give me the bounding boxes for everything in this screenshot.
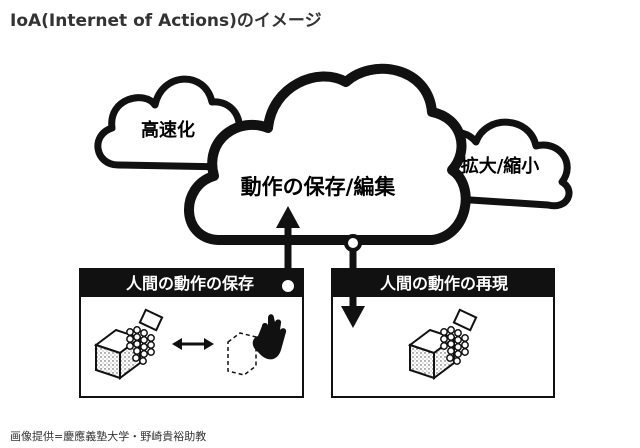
dashed-cube-icon [227, 332, 257, 376]
box-replay: 人間の動作の再現 [331, 268, 555, 398]
cloud-main-label: 動作の保存/編集 [241, 175, 397, 199]
double-arrow-icon [172, 338, 214, 350]
image-credit: 画像提供=慶應義塾大学・野崎貴裕助教 [10, 430, 207, 443]
cloud-scale-label: 拡大/縮小 [461, 155, 540, 177]
diagram-title: IoA(Internet of Actions)のイメージ [10, 11, 322, 31]
replay-robot-hand-icon [440, 308, 478, 365]
box-replay-title: 人間の動作の再現 [380, 274, 508, 293]
robot-hand-icon [126, 308, 164, 365]
box-save-title: 人間の動作の保存 [126, 274, 254, 293]
download-arrow [341, 234, 365, 328]
cloud-main: 動作の保存/編集 [184, 63, 471, 245]
human-hand-icon [252, 314, 287, 360]
upload-arrow [276, 206, 300, 296]
cloud-speed-label: 高速化 [141, 119, 195, 141]
